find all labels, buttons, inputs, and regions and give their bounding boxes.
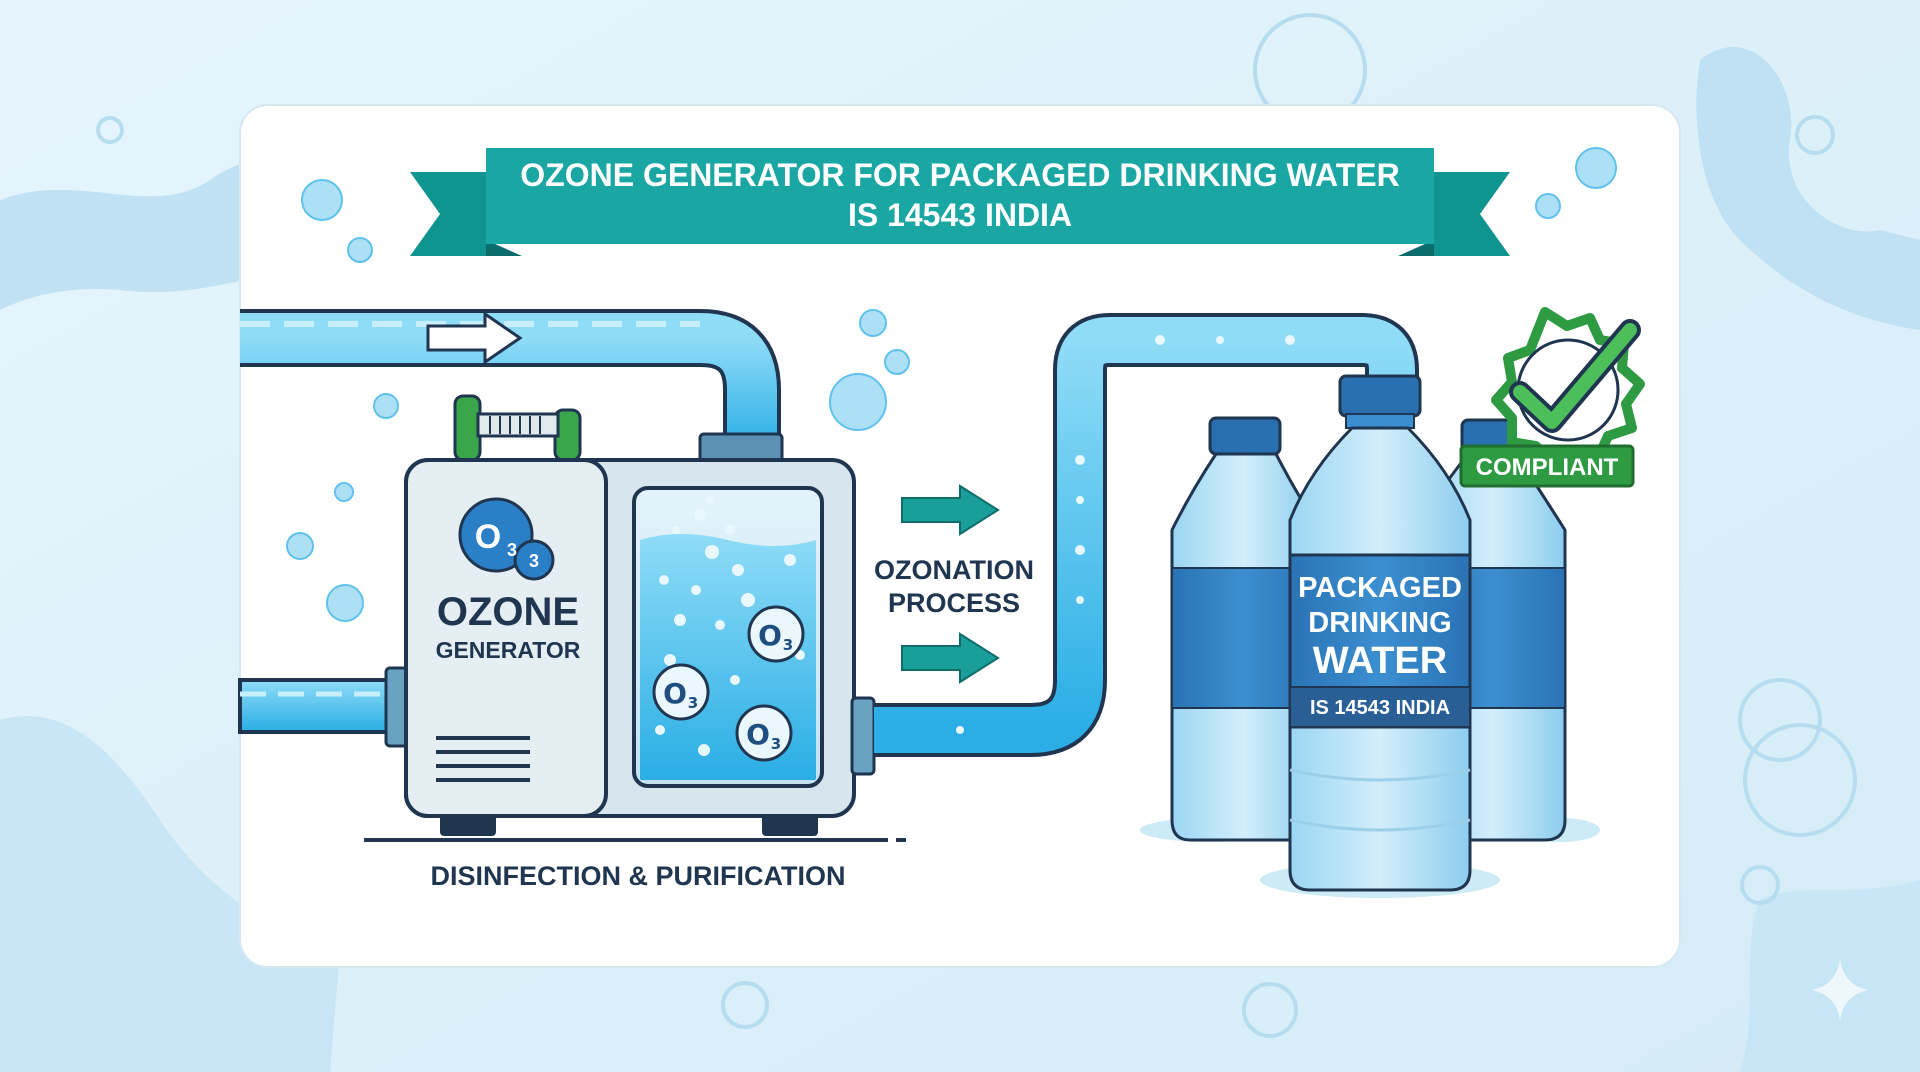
vent-grille xyxy=(436,736,530,782)
process-arrow-bottom-icon xyxy=(901,632,1000,684)
o3-bubble-1-symbol: O xyxy=(758,619,782,652)
o3-logo-symbol: O xyxy=(475,518,501,556)
title-banner: OZONE GENERATOR FOR PACKAGED DRINKING WA… xyxy=(410,148,1510,256)
bottle-label-line1: PACKAGED xyxy=(1298,572,1462,604)
o3-logo-subscript: 3 xyxy=(507,540,517,560)
process-label-line1: OZONATION xyxy=(874,555,1034,585)
generator-name-line1: OZONE xyxy=(437,590,579,634)
compliant-badge-text: COMPLIANT xyxy=(1476,454,1619,481)
sparkle-icon xyxy=(1812,960,1868,1020)
bottle-label-standard: IS 14543 INDIA xyxy=(1310,697,1450,719)
lower-inlet-pipe xyxy=(238,666,410,748)
bottle-group: PACKAGED DRINKING WATER IS 14543 INDIA xyxy=(1140,374,1600,898)
outlet-pipe xyxy=(850,313,1419,776)
o3-logo-small-subscript: 3 xyxy=(529,551,539,571)
o3-bubble-3-symbol: O xyxy=(746,718,770,751)
compliant-badge: COMPLIANT xyxy=(1459,307,1645,488)
o3-bubble-2-subscript: 3 xyxy=(688,694,698,712)
bottle-center: PACKAGED DRINKING WATER IS 14543 INDIA xyxy=(1288,374,1472,892)
caption: DISINFECTION & PURIFICATION xyxy=(431,861,846,891)
o3-molecule-bubbles: O 3 O 3 O 3 xyxy=(652,605,805,762)
inlet-pipe xyxy=(240,309,781,450)
banner-title-line2: IS 14543 INDIA xyxy=(848,197,1072,233)
card-bubbles xyxy=(286,147,1617,622)
o3-bubble-2-symbol: O xyxy=(663,677,687,710)
flow-arrow-icon xyxy=(426,311,523,365)
o3-bubble-1-subscript: 3 xyxy=(783,636,793,654)
o3-logo-icon: O 3 3 xyxy=(458,497,555,581)
banner-title-line1: OZONE GENERATOR FOR PACKAGED DRINKING WA… xyxy=(520,157,1399,193)
bottle-label-line2: DRINKING xyxy=(1308,607,1451,639)
ozone-generator: O 3 3 OZONE GENERATOR O 3 O 3 O 3 xyxy=(364,394,906,842)
background-bubbles xyxy=(96,13,1857,1038)
generator-name-line2: GENERATOR xyxy=(436,637,581,663)
process-arrow-top-icon xyxy=(901,484,1000,536)
bottle-label-line3: WATER xyxy=(1313,640,1447,682)
o3-bubble-3-subscript: 3 xyxy=(771,735,781,753)
process-label-line2: PROCESS xyxy=(888,588,1020,618)
